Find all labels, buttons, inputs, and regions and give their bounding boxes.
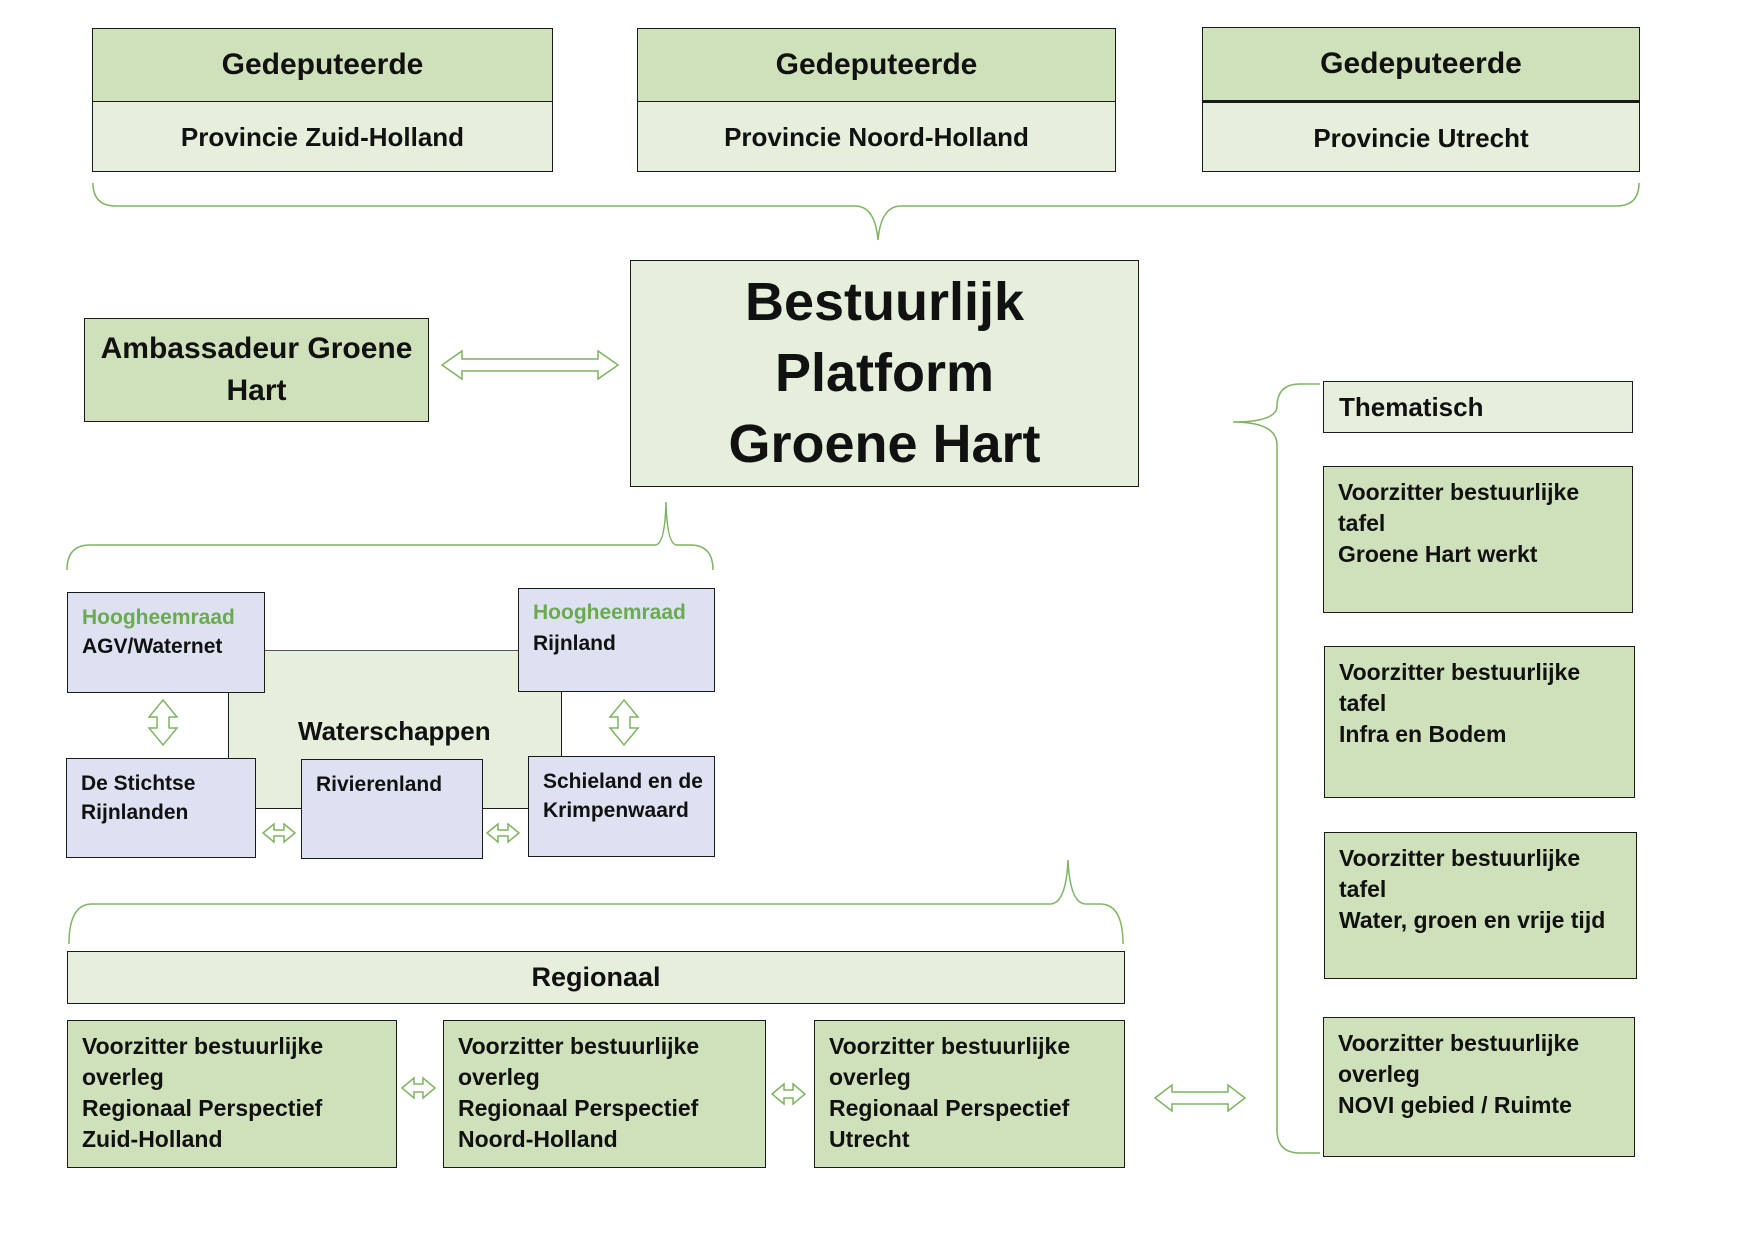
item-line: Zuid-Holland [82,1126,223,1152]
waterschap-agv: Hoogheemraad AGV/Waternet [67,592,265,693]
waterschap-rivierenland: Rivierenland [301,759,483,859]
item-line: Voorzitter bestuurlijke [1338,1030,1580,1056]
item-line: Regionaal Perspectief [458,1095,699,1121]
item-line: Voorzitter bestuurlijke [1339,659,1581,685]
platform-box: Bestuurlijk Platform Groene Hart [630,260,1139,487]
province-box-zuid-holland: Gedeputeerde Provincie Zuid-Holland [92,28,553,172]
platform-line-2: Platform [774,343,995,403]
arrow-ambassadeur-platform [440,349,620,381]
thematisch-label: Thematisch [1339,391,1484,422]
brace-provinces [92,182,1640,241]
brace-waterschappen [66,501,714,571]
item-line: Regionaal Perspectief [829,1095,1070,1121]
waterschap-name: Rivierenland [316,773,443,796]
item-line: overleg [829,1064,911,1090]
thematisch-header: Thematisch [1323,381,1633,433]
arrow-rivierenland-schieland [485,822,521,844]
regionaal-header: Regionaal [67,951,1125,1004]
arrow-rijnland-schieland [608,698,640,747]
arrow-stichtse-rivierenland [261,822,297,844]
thematisch-item: Voorzitter bestuurlijke tafel Groene Har… [1323,466,1633,613]
waterschap-line-1: Schieland en de [543,770,703,793]
item-line: Groene Hart werkt [1338,541,1538,567]
item-line: tafel [1339,690,1387,716]
province-name: Provincie Utrecht [1313,122,1529,153]
thematisch-item: Voorzitter bestuurlijke tafel Water, gro… [1324,832,1637,979]
item-line: NOVI gebied / Ruimte [1338,1092,1572,1118]
item-line: Regionaal Perspectief [82,1095,323,1121]
platform-line-3: Groene Hart [728,414,1041,474]
province-name: Provincie Noord-Holland [724,121,1029,152]
waterschap-prefix: Hoogheemraad [82,606,235,629]
waterschap-name: AGV/Waternet [82,635,223,658]
ambassadeur-line-1: Ambassadeur Groene [100,332,413,365]
item-line: Voorzitter bestuurlijke [82,1033,324,1059]
province-box-noord-holland: Gedeputeerde Provincie Noord-Holland [637,28,1116,172]
arrow-agv-stichtse [147,698,179,747]
province-box-utrecht: Gedeputeerde Provincie Utrecht [1202,27,1640,172]
regionaal-item: Voorzitter bestuurlijke overleg Regionaa… [443,1020,766,1168]
brace-regionaal [68,859,1124,945]
waterschap-line-2: Krimpenwaard [543,799,689,822]
waterschappen-label: Waterschappen [298,716,491,746]
arrow-regionaal-thematisch [1153,1083,1247,1113]
item-line: Voorzitter bestuurlijke [829,1033,1071,1059]
item-line: overleg [1338,1061,1420,1087]
waterschap-rijnland: Hoogheemraad Rijnland [518,588,715,692]
regionaal-item: Voorzitter bestuurlijke overleg Regionaa… [67,1020,397,1168]
waterschap-prefix: Hoogheemraad [533,601,686,624]
province-title: Gedeputeerde [1203,28,1639,103]
waterschap-name: Rijnland [533,632,616,655]
arrow-reg-2-3 [770,1082,807,1106]
waterschap-line-2: Rijnlanden [81,801,189,824]
item-line: Voorzitter bestuurlijke [458,1033,700,1059]
ambassadeur-box: Ambassadeur Groene Hart [84,318,429,422]
waterschap-line-1: De Stichtse [81,772,196,795]
item-line: overleg [458,1064,540,1090]
item-line: Voorzitter bestuurlijke [1338,479,1580,505]
thematisch-item: Voorzitter bestuurlijke overleg NOVI geb… [1323,1017,1635,1157]
item-line: Utrecht [829,1126,910,1152]
province-title: Gedeputeerde [93,29,552,102]
item-line: Noord-Holland [458,1126,618,1152]
thematisch-item: Voorzitter bestuurlijke tafel Infra en B… [1324,646,1635,798]
item-line: Infra en Bodem [1339,721,1507,747]
item-line: Water, groen en vrije tijd [1339,907,1606,933]
waterschap-stichtse: De Stichtse Rijnlanden [66,758,256,858]
ambassadeur-line-2: Hart [226,374,287,407]
waterschap-schieland: Schieland en de Krimpenwaard [528,756,715,857]
regionaal-item: Voorzitter bestuurlijke overleg Regionaa… [814,1020,1125,1168]
arrow-reg-1-2 [400,1076,437,1100]
item-line: overleg [82,1064,164,1090]
province-name: Provincie Zuid-Holland [180,121,465,152]
item-line: tafel [1339,876,1387,902]
regionaal-label: Regionaal [531,962,661,992]
brace-thematisch [1232,383,1320,1154]
item-line: tafel [1338,510,1386,536]
item-line: Voorzitter bestuurlijke [1339,845,1581,871]
platform-line-1: Bestuurlijk [744,272,1025,332]
province-title: Gedeputeerde [638,29,1115,102]
